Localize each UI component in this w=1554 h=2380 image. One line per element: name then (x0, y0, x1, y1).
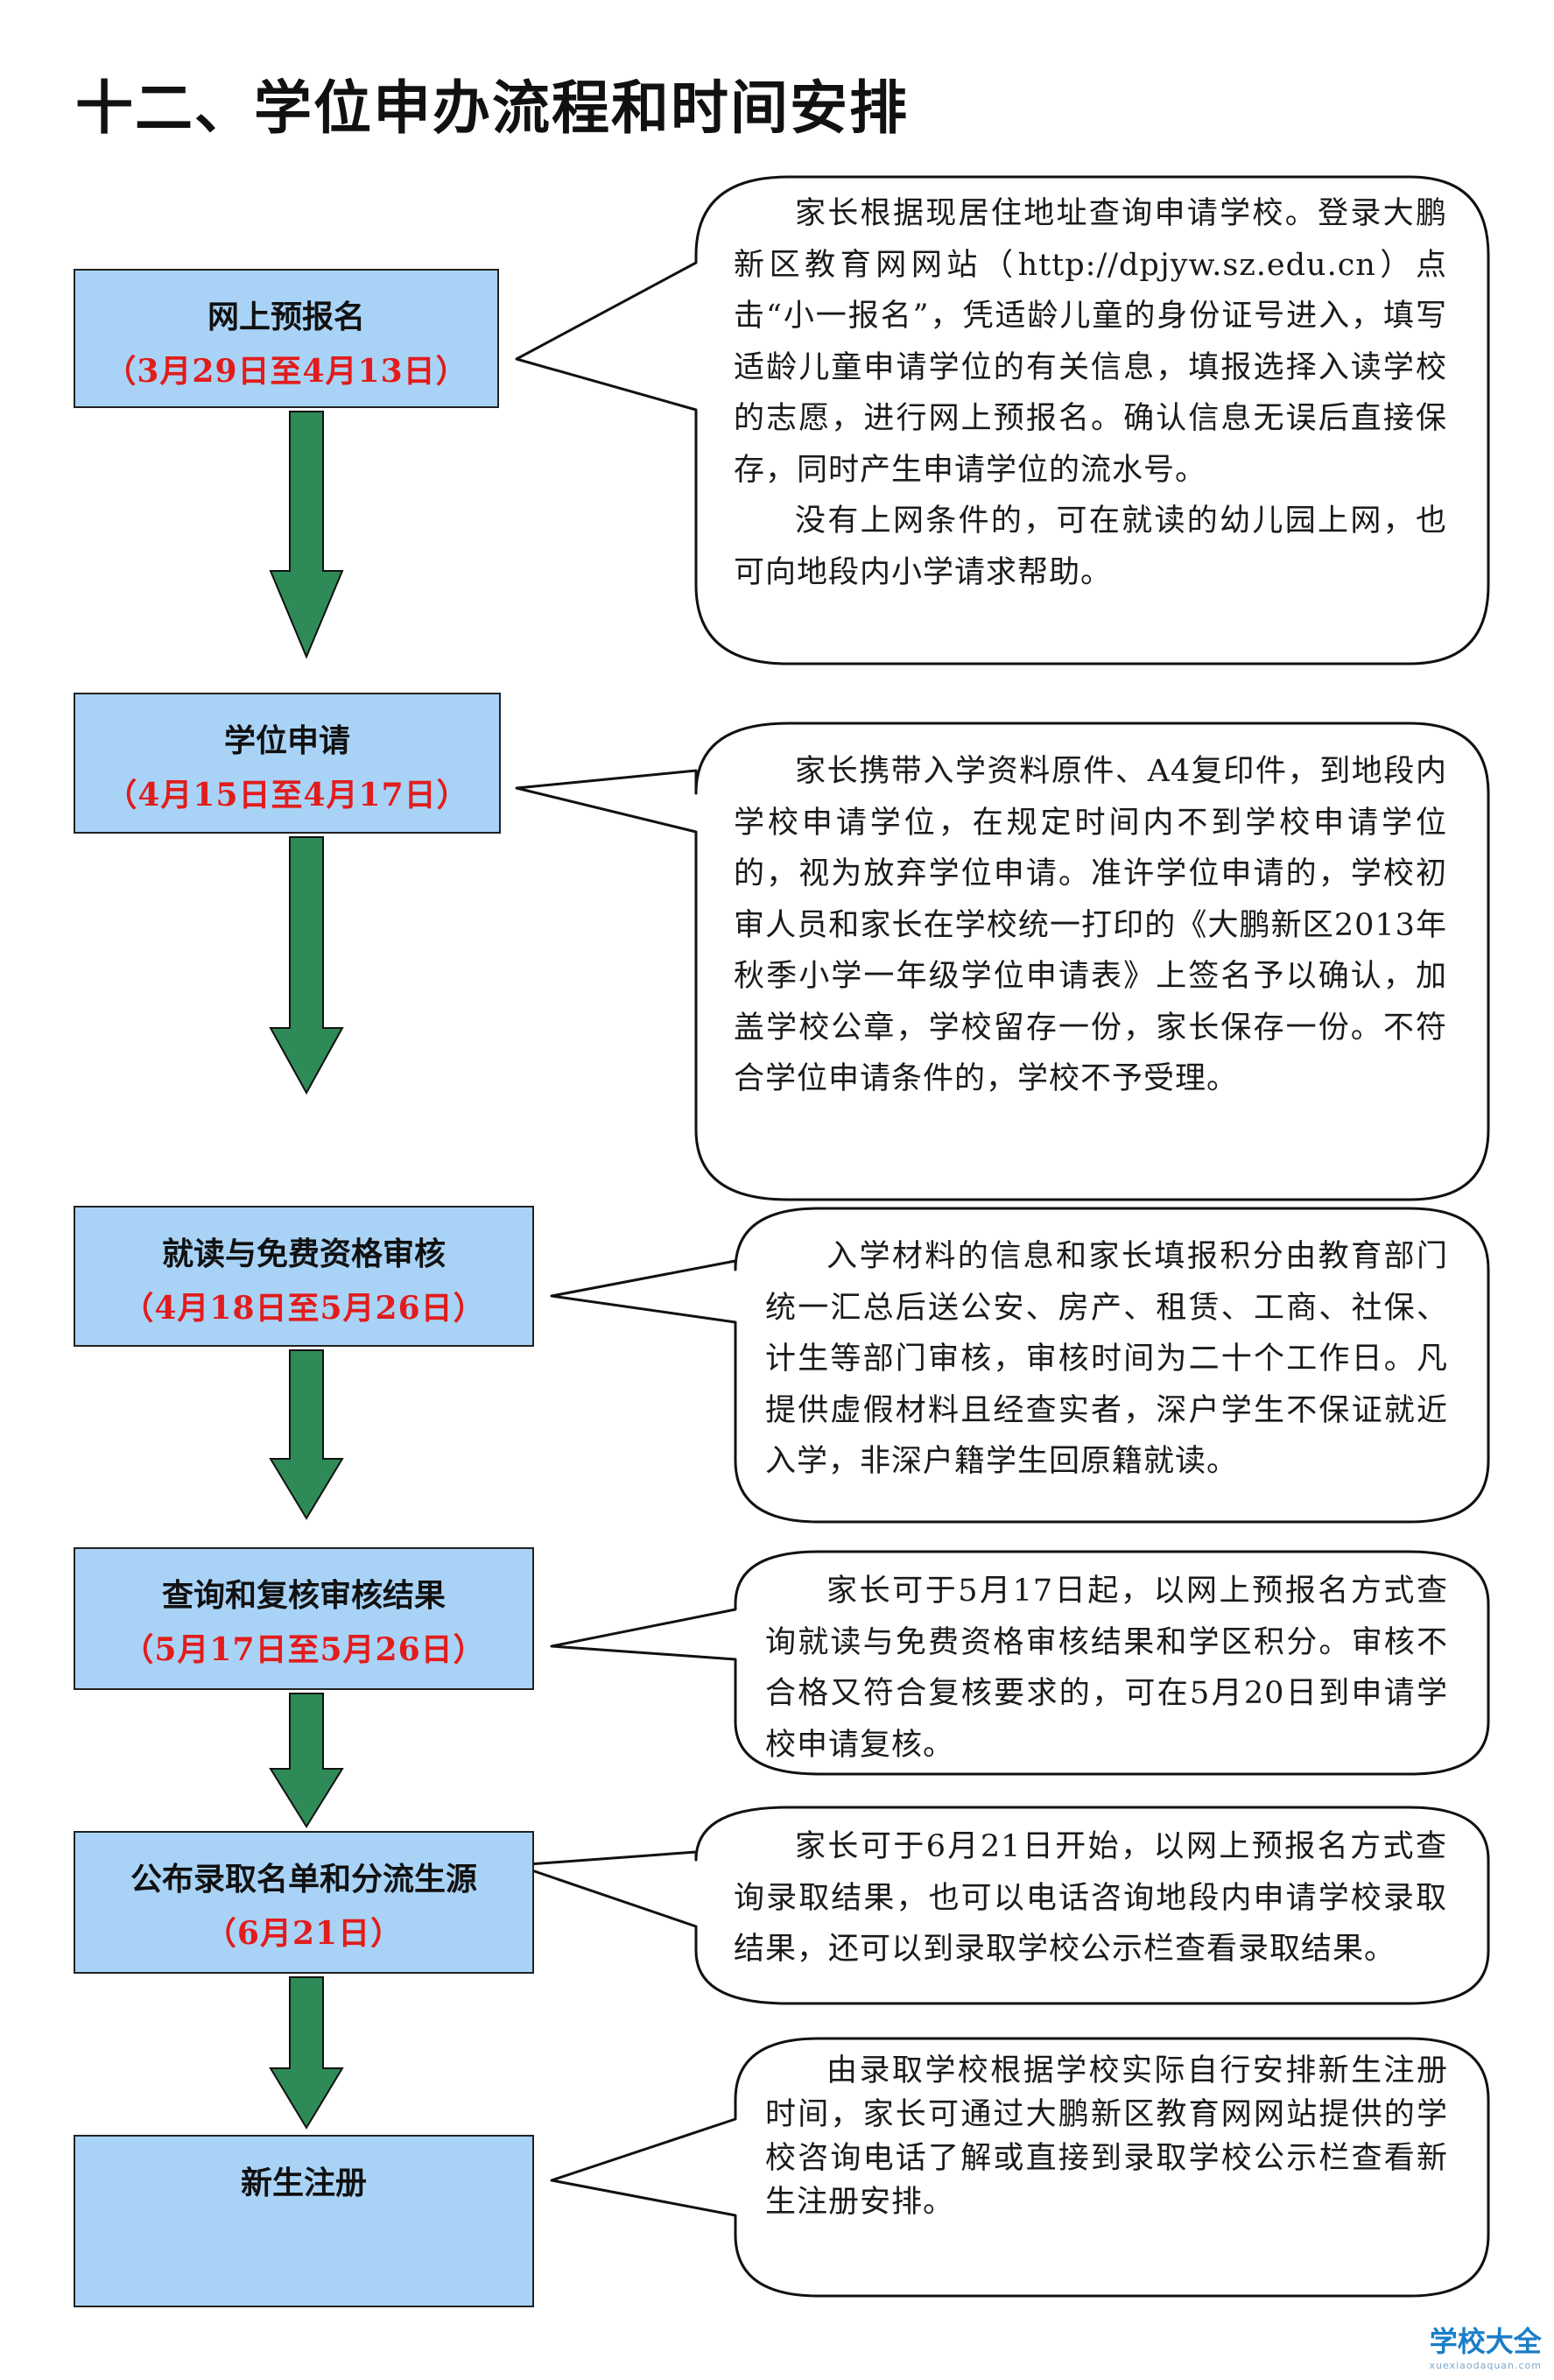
callout-bubble-4 (550, 1550, 1490, 1776)
step-label: 新生注册 (240, 2165, 367, 2201)
callout-bubble-5 (515, 1806, 1490, 2005)
step-box-5: 公布录取名单和分流生源 （6月21日） (74, 1831, 534, 1974)
step-date: （6月21日） (204, 1915, 404, 1952)
step-label: 公布录取名单和分流生源 (130, 1861, 477, 1898)
step-box-1: 网上预报名 （3月29日至4月13日） (74, 269, 499, 408)
step-label: 查询和复核审核结果 (161, 1577, 446, 1614)
callout-bubble-1 (515, 175, 1490, 665)
step-label: 就读与免费资格审核 (161, 1236, 446, 1272)
down-arrow-icon (269, 1693, 344, 1828)
step-box-3: 就读与免费资格审核 （4月18日至5月26日） (74, 1206, 534, 1347)
callout-text-1: 家长根据现居住地址查询申请学校。登录大鹏新区教育网网站（http://dpjyw… (734, 188, 1447, 598)
callout-paragraph: 家长可于5月17日起，以网上预报名方式查询就读与免费资格审核结果和学区积分。审核… (765, 1574, 1448, 1763)
callout-paragraph: 没有上网条件的，可在就读的幼儿园上网，也可向地段内小学请求帮助。 (734, 503, 1447, 590)
step-date: （5月17日至5月26日） (122, 1631, 486, 1668)
logo-name: 学校大全 (1429, 2325, 1542, 2358)
step-date: （4月15日至4月17日） (105, 777, 469, 813)
site-logo: 学校大全 xuexiaodaquan.com (1430, 2320, 1542, 2371)
callout-text-3: 入学材料的信息和家长填报积分由教育部门统一汇总后送公安、房产、租赁、工商、社保、… (765, 1231, 1448, 1488)
callout-text-4: 家长可于5月17日起，以网上预报名方式查询就读与免费资格审核结果和学区积分。审核… (765, 1566, 1448, 1771)
callout-bubble-2 (515, 722, 1490, 1201)
callout-paragraph: 入学材料的信息和家长填报积分由教育部门统一汇总后送公安、房产、租赁、工商、社保、… (765, 1239, 1448, 1479)
step-box-4: 查询和复核审核结果 （5月17日至5月26日） (74, 1547, 534, 1690)
step-date: （4月18日至5月26日） (122, 1290, 486, 1327)
callout-paragraph: 家长携带入学资料原件、A4复印件，到地段内学校申请学位，在规定时间内不到学校申请… (734, 754, 1447, 1096)
step-label: 网上预报名 (207, 299, 365, 335)
down-arrow-icon (269, 1976, 344, 2130)
down-arrow-icon (269, 836, 344, 1095)
logo-url: xuexiaodaquan.com (1429, 2360, 1542, 2371)
step-label: 学位申请 (223, 722, 350, 759)
callout-text-5: 家长可于6月21日开始，以网上预报名方式查询录取结果，也可以电话咨询地段内申请学… (734, 1821, 1447, 1975)
callout-paragraph: 家长根据现居住地址查询申请学校。登录大鹏新区教育网网站（http://dpjyw… (734, 196, 1447, 488)
down-arrow-icon (269, 1349, 344, 1520)
page-title: 十二、学位申办流程和时间安排 (75, 74, 909, 142)
callout-bubble-6 (550, 2037, 1490, 2298)
callout-paragraph: 家长可于6月21日开始，以网上预报名方式查询录取结果，也可以电话咨询地段内申请学… (734, 1829, 1447, 1967)
step-date: （3月29日至4月13日） (104, 353, 468, 390)
callout-text-2: 家长携带入学资料原件、A4复印件，到地段内学校申请学位，在规定时间内不到学校申请… (734, 746, 1447, 1105)
callout-bubble-3 (550, 1207, 1490, 1524)
step-box-6: 新生注册 (74, 2135, 534, 2307)
step-box-2: 学位申请 （4月15日至4月17日） (74, 693, 501, 834)
callout-text-6: 由录取学校根据学校实际自行安排新生注册时间，家长可通过大鹏新区教育网网站提供的学… (765, 2049, 1448, 2224)
down-arrow-icon (269, 411, 344, 659)
callout-paragraph: 由录取学校根据学校实际自行安排新生注册时间，家长可通过大鹏新区教育网网站提供的学… (765, 2053, 1448, 2220)
